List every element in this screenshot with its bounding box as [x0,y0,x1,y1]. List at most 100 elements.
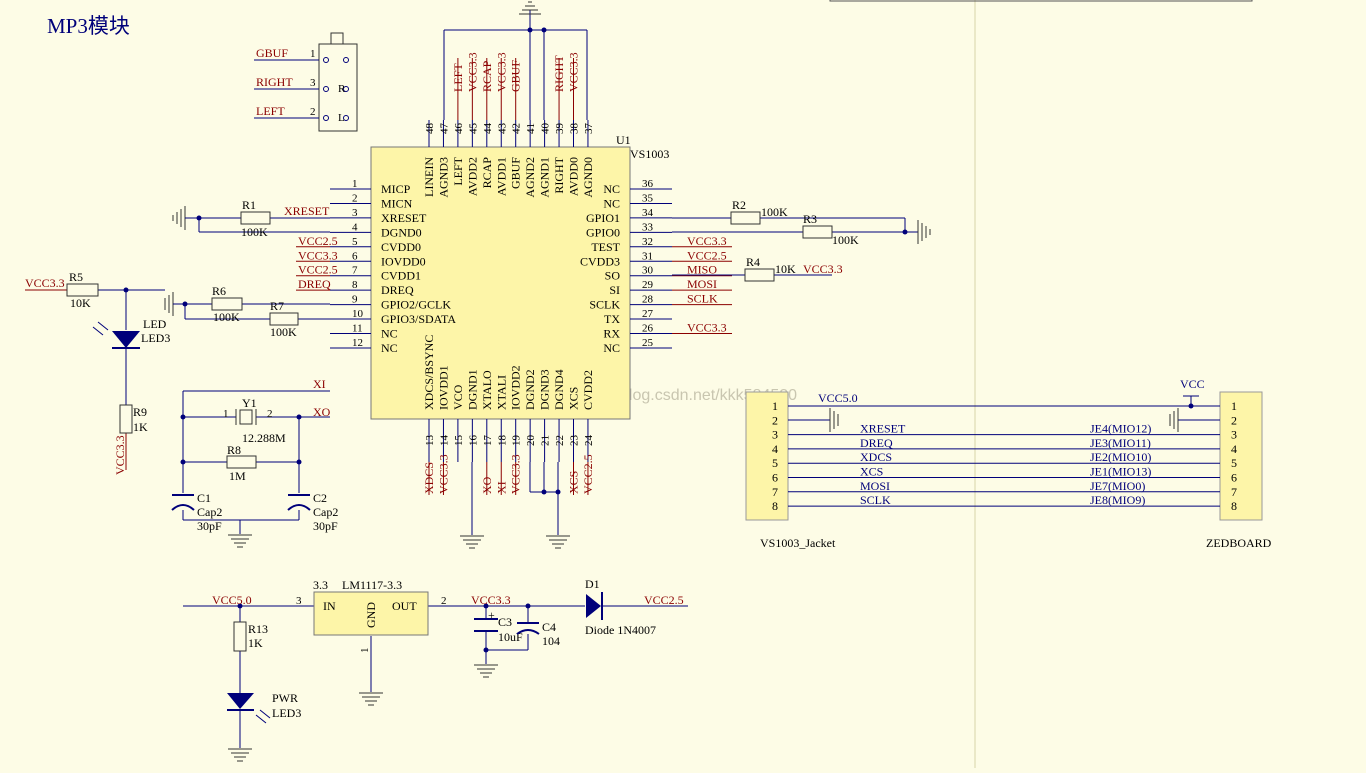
pwr-led-ref: PWR [272,691,298,705]
u1-pin-number: 23 [569,435,581,447]
resistor-icon[interactable] [119,404,133,434]
capacitor-icon[interactable] [516,622,540,635]
resistor-icon[interactable] [211,297,243,311]
c2-type: Cap2 [313,505,338,519]
right-wires [672,217,918,276]
u1-net-label: VCC3.3 [509,454,523,494]
jacket-je-label: JE8(MIO9) [1090,493,1145,507]
u1-net-label: VCC3.3 [436,454,450,494]
jack-net-left: LEFT [256,104,285,118]
u1-pin-name: GPIO2/GCLK [381,298,451,312]
u1-pin-name: CVDD1 [381,269,421,283]
r7-value: 100K [270,325,297,339]
resistor-icon[interactable] [226,455,257,469]
u1-net-label: XCS [567,471,581,494]
u1-pin-name: XCS [567,387,581,410]
u1-net-label: XI [494,481,508,494]
diode-icon[interactable] [586,592,603,620]
vcc33-out-net: VCC3.3 [471,593,511,607]
zedboard-connector[interactable] [1219,391,1263,521]
c2-value: 30pF [313,519,338,533]
page-title: MP3模块 [47,14,130,38]
resistor-icon[interactable] [233,621,247,652]
u1-pin-number: 44 [482,123,494,135]
led-icon[interactable] [227,693,271,724]
u1-pin-number: 35 [642,192,654,204]
u1-pin-number: 43 [496,123,508,135]
crystal-icon[interactable] [235,409,257,425]
ground-icon [172,206,186,230]
resistor-icon[interactable] [269,312,299,326]
led-part: LED3 [141,331,170,345]
resistor-icon[interactable] [66,283,99,297]
u1-net-label: DREQ [298,277,331,291]
ground-icon [228,534,252,548]
jack-pin-2: 2 [310,106,316,118]
u1-pin-name: XTALI [494,375,508,410]
zedboard-pin-number: 4 [1231,442,1237,456]
r2-value: 100K [761,205,788,219]
r8-value: 1M [229,469,246,483]
vs1003-chip[interactable] [370,146,631,420]
zedboard-vcc: VCC [1180,377,1205,391]
c1-value: 30pF [197,519,222,533]
u1-pin-number: 2 [352,192,358,204]
zedboard-pin-number: 2 [1231,413,1237,427]
r6-r7-wires [173,301,330,320]
u1-pin-name: AGND2 [523,157,537,198]
regulator-part: LM1117-3.3 [342,578,402,592]
regulator-chip[interactable] [313,591,429,636]
u1-pin-number: 11 [352,323,363,335]
u1-pin-number: 24 [583,435,595,447]
u1-pin-name: IOVDD1 [436,365,450,410]
u1-pin-name: NC [603,196,620,210]
u1-net-label: XO [480,476,494,494]
u1-net-label: LEFT [451,63,465,92]
u1-pin-number: 38 [569,123,581,135]
u1-pin-number: 41 [525,123,537,134]
jacket-je-label: JE4(MIO12) [1090,422,1151,436]
jacket-pin-number: 5 [772,456,778,470]
c4-ref: C4 [542,620,556,634]
u1-pin-number: 42 [511,123,523,134]
vcc25-out-net: VCC2.5 [644,593,684,607]
u1-pin-name: GPIO0 [586,225,620,239]
u1-pin-number: 31 [642,250,653,262]
zedboard-pin-number: 7 [1231,485,1237,499]
resistor-icon[interactable] [744,268,775,282]
capacitor-icon[interactable] [287,494,311,511]
resistor-icon[interactable] [240,211,271,225]
u1-pin-name: MICN [381,196,413,210]
headphone-jack-icon[interactable] [318,32,358,132]
jacket-pin-number: 7 [772,485,778,499]
jacket-pin-number: 2 [772,413,778,427]
jack-tag-r: R [338,83,346,95]
jacket-name: VS1003_Jacket [760,536,836,550]
vcc33-r5-net: VCC3.3 [25,276,65,290]
jacket-je-label: JE3(MIO11) [1090,436,1151,450]
zedboard-pin-number: 3 [1231,428,1237,442]
capacitor-icon[interactable] [171,494,195,511]
u1-net-label: SCLK [687,292,718,306]
r4-vcc-net: VCC3.3 [803,262,843,276]
u1-pin-name: CVDD0 [381,240,421,254]
u1-pin-name: GPIO3/SDATA [381,312,456,326]
jacket-pin-number: 4 [772,442,778,456]
u1-pin-name: AVDD2 [465,157,479,196]
resistor-icon[interactable] [730,211,761,225]
u1-pin-name: IOVDD0 [381,254,426,268]
led-icon[interactable] [92,321,140,349]
capacitor-icon[interactable] [474,618,498,632]
zedboard-pin-number: 1 [1231,399,1237,413]
jack-net-right: RIGHT [256,75,293,89]
c1-ref: C1 [197,491,211,505]
jacket-connector[interactable] [745,391,789,521]
u1-net-label: XDCS [422,462,436,494]
u1-net-label: VCC2.5 [687,248,727,262]
bottom-ground-wires [471,462,561,535]
u1-pin-name: DGND4 [552,369,566,410]
resistor-icon[interactable] [802,225,833,239]
c4-value: 104 [542,634,560,648]
jack-pin-3: 3 [310,77,316,89]
scrollbar-stub[interactable] [829,0,1253,2]
